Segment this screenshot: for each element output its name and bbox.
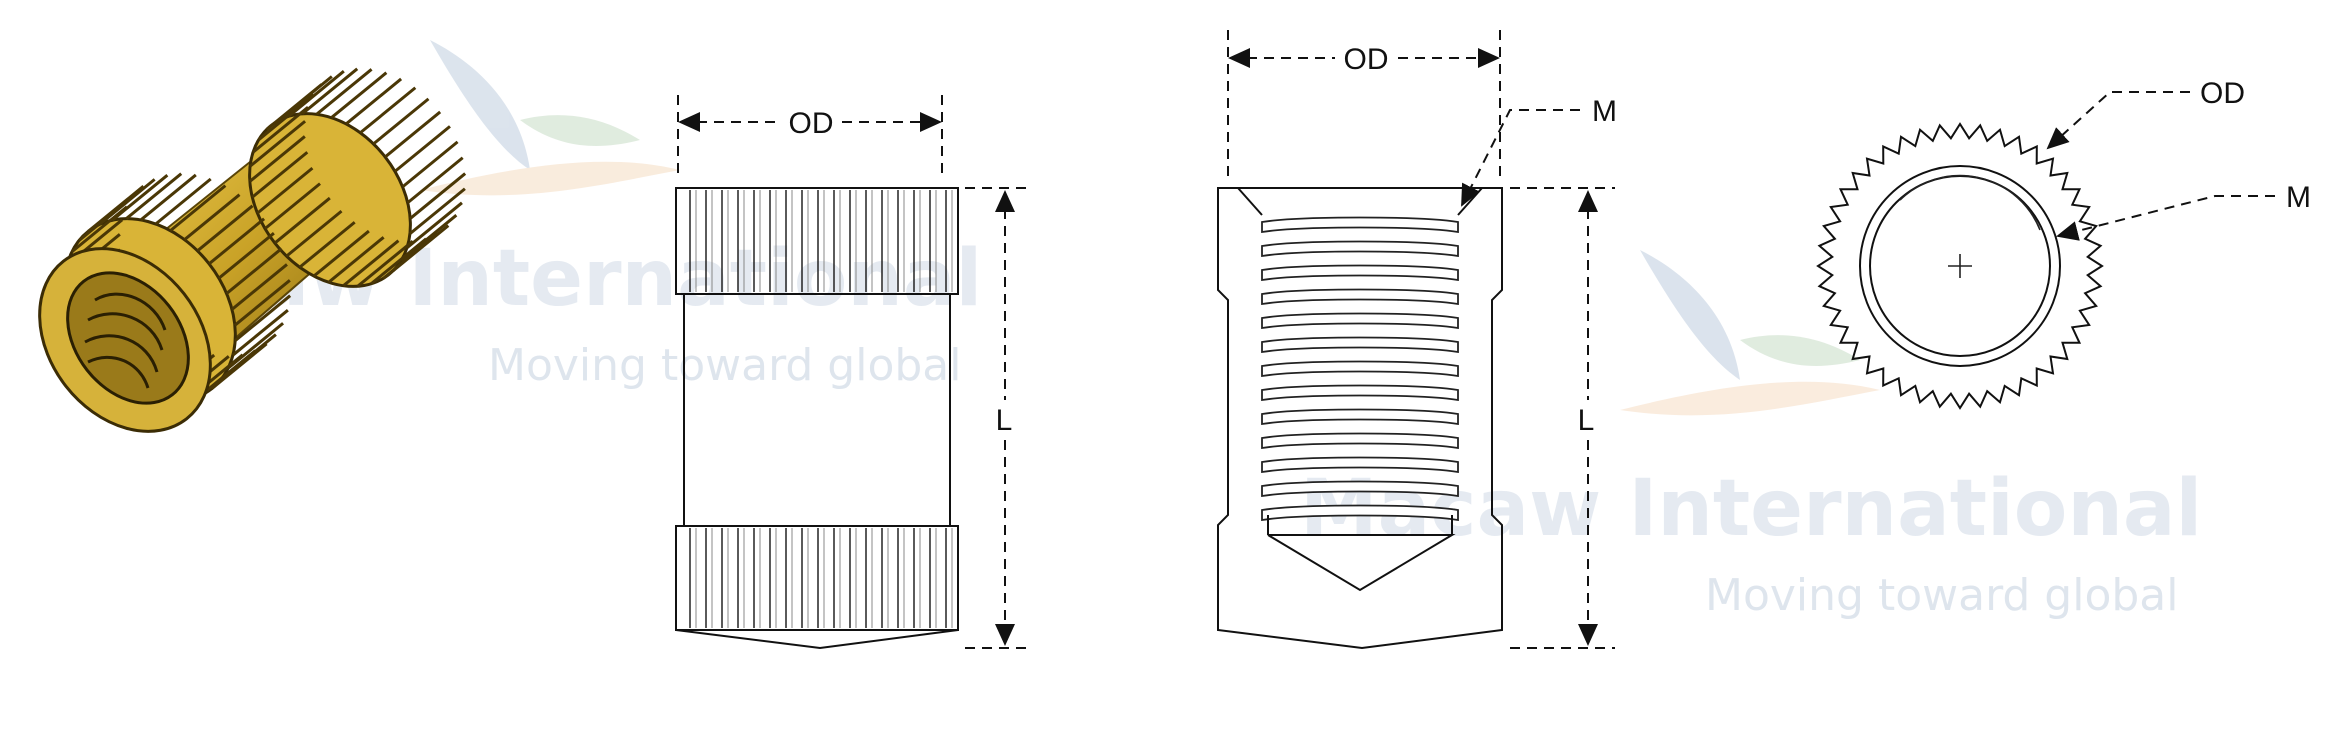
knurl-tooth [342,239,400,287]
thread-crest [1261,480,1459,498]
brass-insert-render [38,67,467,433]
internal-threads [1261,216,1459,522]
knurl-tooth [298,221,356,269]
knurl-tooth [370,237,428,285]
thread-crest [1261,432,1459,450]
knurl-tooth [401,140,459,189]
thread-crest [1261,504,1459,522]
bottom-knurl [675,525,959,631]
watermark-tagline: Moving toward global [488,340,962,391]
section-view: OD M L [1217,30,1617,650]
bird-logo-icon [420,40,680,196]
watermark-tagline: Moving toward global [1705,570,2179,621]
top-knurl [675,187,959,295]
bird-logo-icon [1620,250,1880,416]
thread-crest [1261,216,1459,234]
thread-leader [1461,109,1580,207]
od-label: OD [1344,43,1389,76]
knurl-tooth [87,185,145,233]
knurl-tooth [330,71,388,119]
knurl-tooth [409,172,467,220]
knurl-tooth [231,308,289,357]
knurl-tooth [408,187,466,235]
knurl-tooth [285,209,343,258]
knurl-tooth [139,173,197,222]
knurl-tooth [382,232,440,280]
knurl-tooth [301,67,359,115]
knurl-tooth [208,217,266,265]
knurl-tooth [196,204,254,253]
knurl-tooth [169,184,227,232]
section-outline [1217,187,1503,650]
thread-leader [2056,195,2275,241]
knurl-tooth [275,75,333,123]
thread-crest [1261,240,1459,258]
knurl-tooth [315,68,373,116]
knurl-tooth [154,177,212,226]
knurl-tooth [345,77,403,126]
knurl-outline [1816,122,2104,410]
thread-crest [1261,264,1459,282]
knurl-tooth [233,279,291,327]
thread-crest [1261,288,1459,306]
knurl-tooth [98,178,156,226]
knurl-tooth [125,172,183,220]
knurl-tooth [273,196,331,245]
knurl-tooth [359,86,417,134]
length-label: L [996,404,1013,437]
side-view: OD L [675,95,1030,650]
knurl-tooth [251,151,309,199]
internal-thread-lines [84,292,167,389]
thread-crest [1261,384,1459,402]
knurl-tooth [249,120,307,168]
knurl-tooth [406,156,464,204]
length-label: L [1578,404,1595,437]
knurl-tooth [234,294,292,342]
end-view: OD M [1816,77,2311,410]
od-label: OD [789,107,834,140]
knurl-tooth [384,110,442,159]
rear-knurl-band [248,67,467,288]
thread-crest [1261,360,1459,378]
knurl-tooth [372,97,430,146]
knurl-tooth [405,201,463,249]
bottom-knurl-ridges [689,528,953,628]
knurl-tooth [231,263,288,311]
thread-crest [1261,456,1459,474]
knurl-tooth [264,182,321,230]
thread-label: M [1592,95,1617,128]
od-leader [2046,91,2190,150]
knurl-tooth [111,173,169,222]
knurl-tooth [217,232,275,280]
knurl-tooth [252,106,310,154]
knurl-tooth [287,70,345,118]
knurl-tooth [256,166,314,215]
knurl-tooth [356,240,414,288]
top-knurl-ridges [689,190,953,292]
thread-label: M [2286,181,2311,214]
knurl-tooth [248,135,306,183]
knurl-tooth [183,193,241,241]
knurl-tooth [312,229,370,278]
thread-crest [1261,312,1459,330]
outer-bore-circle [1859,165,2061,367]
knurl-tooth [210,342,268,390]
thread-crest [1261,408,1459,426]
knurl-tooth [199,349,257,397]
knurl-tooth [394,125,451,173]
knurl-tooth [327,236,385,284]
thread-crest [1261,336,1459,354]
od-label: OD [2200,77,2245,110]
knurl-tooth [225,247,283,295]
